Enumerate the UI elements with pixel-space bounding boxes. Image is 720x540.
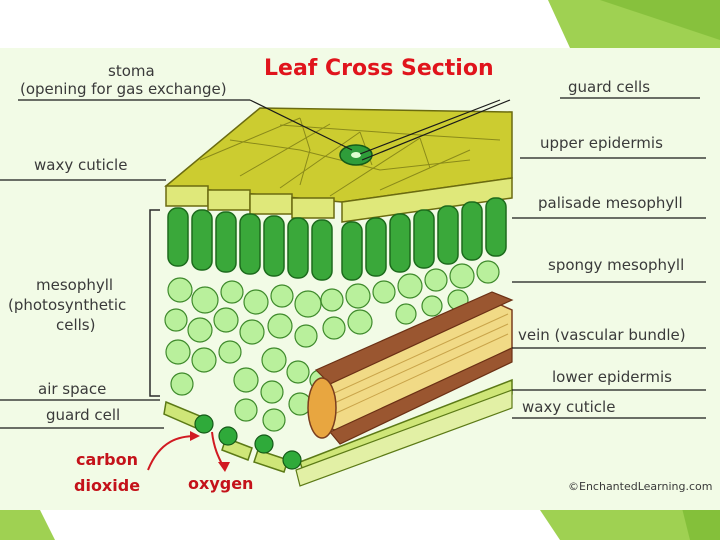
label-guard-cell: guard cell <box>46 406 121 424</box>
label-waxy-cuticle-bottom: waxy cuticle <box>522 398 616 416</box>
label-stoma: stoma <box>108 62 155 80</box>
label-waxy-cuticle-top: waxy cuticle <box>34 156 128 174</box>
label-mesophyll-photosynthetic: (photosynthetic <box>8 296 127 314</box>
label-guard-cells: guard cells <box>568 78 651 96</box>
label-air-space: air space <box>38 380 107 398</box>
label-vein: vein (vascular bundle) <box>518 326 686 344</box>
label-lower-epidermis: lower epidermis <box>552 368 672 386</box>
diagram-title: Leaf Cross Section <box>264 56 494 81</box>
label-spongy-mesophyll: spongy mesophyll <box>548 256 685 274</box>
credit-text: ©EnchantedLearning.com <box>568 480 713 493</box>
label-mesophyll: mesophyll <box>36 276 114 294</box>
label-stoma-description: (opening for gas exchange) <box>20 80 227 98</box>
label-palisade-mesophyll: palisade mesophyll <box>538 194 683 212</box>
label-dioxide: dioxide <box>74 476 141 495</box>
label-mesophyll-cells: cells) <box>56 316 96 334</box>
label-oxygen: oxygen <box>188 474 254 493</box>
label-upper-epidermis: upper epidermis <box>540 134 663 152</box>
label-carbon: carbon <box>76 450 139 469</box>
